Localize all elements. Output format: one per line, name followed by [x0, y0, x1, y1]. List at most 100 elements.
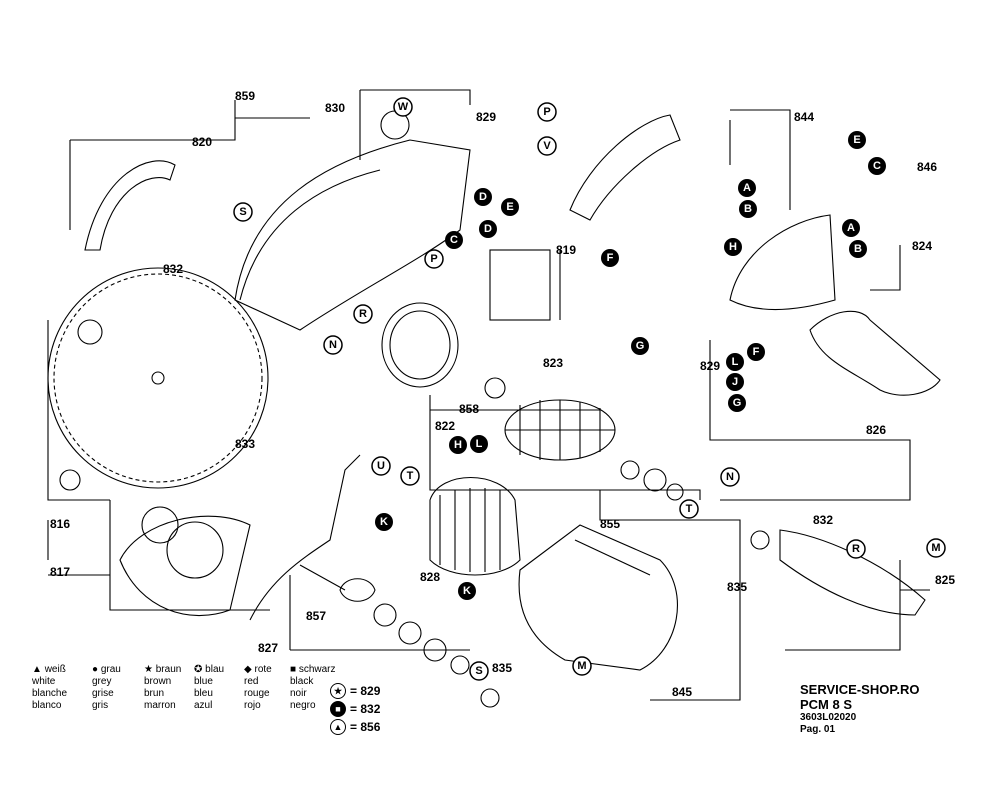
circle-H: H — [449, 436, 467, 454]
svg-text:P: P — [430, 253, 437, 265]
equivalence-832: ■ = 832 — [330, 700, 380, 718]
circle-F: F — [601, 249, 619, 267]
circle-U: U — [371, 456, 391, 476]
svg-text:C: C — [873, 160, 881, 172]
circle-E2: E — [848, 131, 866, 149]
svg-text:F: F — [753, 346, 760, 358]
part-855: 855 — [600, 517, 620, 531]
part-826: 826 — [866, 423, 886, 437]
svg-text:E: E — [853, 134, 860, 146]
page-number: Pag. 01 — [800, 724, 836, 735]
part-857: 857 — [306, 609, 326, 623]
circle-V: V — [537, 136, 557, 156]
svg-text:F: F — [607, 252, 614, 264]
svg-text:B: B — [854, 243, 862, 255]
part-859: 859 — [235, 89, 255, 103]
lever-u — [249, 454, 361, 621]
svg-text:V: V — [543, 140, 551, 152]
part-824: 824 — [912, 239, 932, 253]
guard-arc — [239, 169, 381, 301]
svg-text:M: M — [577, 660, 586, 672]
part-846: 846 — [917, 160, 937, 174]
part-819: 819 — [556, 243, 576, 257]
circle-N2: N — [720, 467, 740, 487]
flange — [339, 578, 376, 602]
part-number-labels: 859 820 830 829 844 846 832 824 819 833 … — [50, 89, 955, 699]
part-845: 845 — [672, 685, 692, 699]
circle-L2: L — [726, 353, 744, 371]
svg-text:L: L — [476, 438, 483, 450]
svg-text:G: G — [733, 397, 742, 409]
circle-T: T — [400, 466, 420, 486]
field-coil — [429, 476, 521, 576]
circle-G: G — [631, 337, 649, 355]
shaft — [299, 564, 346, 591]
handle-upper — [569, 114, 681, 221]
circle-K2: K — [458, 582, 476, 600]
circle-N: N — [323, 335, 343, 355]
circle-R2: R — [846, 539, 866, 559]
svg-text:L: L — [732, 356, 739, 368]
circle-C2: C — [868, 157, 886, 175]
part-844: 844 — [794, 110, 814, 124]
circle-R: R — [353, 304, 373, 324]
circle-D2: D — [479, 220, 497, 238]
part-830: 830 — [325, 101, 345, 115]
circle-K: K — [375, 513, 393, 531]
svg-text:K: K — [463, 585, 471, 597]
part-832b: 832 — [813, 513, 833, 527]
svg-text:N: N — [329, 339, 337, 351]
legend-grey: ● grau grey grise gris — [92, 664, 121, 711]
part-835: 835 — [727, 580, 747, 594]
saw-blade — [47, 267, 269, 489]
circle-P2: P — [537, 102, 557, 122]
part-drawings — [47, 89, 941, 708]
part-829b: 829 — [700, 359, 720, 373]
arc-guard-859 — [84, 160, 176, 251]
circle-letter-labels: W S P P R N R U T T K K H L M S D E D C … — [233, 97, 946, 681]
svg-text:U: U — [377, 460, 385, 472]
legend-black: ■ schwarz black noir negro — [290, 664, 336, 711]
svg-text:E: E — [506, 201, 513, 213]
svg-text:C: C — [450, 234, 458, 246]
part-858: 858 — [459, 402, 479, 416]
circle-H2: H — [724, 238, 742, 256]
lower-blade-guard — [119, 515, 251, 617]
circle-S: S — [233, 202, 253, 222]
circle-E: E — [501, 198, 519, 216]
document-footer: SERVICE-SHOP.RO PCM 8 S 3603L02020 Pag. … — [800, 682, 919, 736]
circle-B2: B — [849, 240, 867, 258]
handle-right — [729, 214, 836, 311]
svg-text:A: A — [847, 222, 855, 234]
circle-B: B — [739, 200, 757, 218]
circle-J: J — [726, 373, 744, 391]
circle-S2: S — [469, 661, 489, 681]
circle-P: P — [424, 249, 444, 269]
part-835b: 835 — [492, 661, 512, 675]
arm-handle — [809, 310, 941, 396]
svg-text:W: W — [398, 101, 409, 113]
svg-text:T: T — [686, 503, 693, 515]
part-equivalence-keys: ★ = 829 ■ = 832 ▲ = 856 — [330, 682, 380, 736]
svg-text:S: S — [239, 206, 246, 218]
leader-lines — [47, 89, 930, 701]
svg-text:N: N — [726, 471, 734, 483]
model-name: PCM 8 S — [800, 697, 853, 712]
svg-text:R: R — [359, 308, 367, 320]
square-circle-icon: ■ — [330, 701, 346, 717]
part-817: 817 — [50, 565, 70, 579]
svg-text:D: D — [484, 223, 492, 235]
part-829: 829 — [476, 110, 496, 124]
motor-housing — [518, 524, 678, 671]
legend-red: ◆ rote red rouge rojo — [244, 664, 272, 711]
circle-W: W — [393, 97, 413, 117]
legend-brown: ★ braun brown brun marron — [144, 664, 182, 711]
star-circle-icon: ★ — [330, 683, 346, 699]
part-820: 820 — [192, 135, 212, 149]
circle-F2: F — [747, 343, 765, 361]
part-833: 833 — [235, 437, 255, 451]
part-828: 828 — [420, 570, 440, 584]
svg-text:P: P — [543, 106, 550, 118]
svg-text:J: J — [732, 376, 738, 388]
